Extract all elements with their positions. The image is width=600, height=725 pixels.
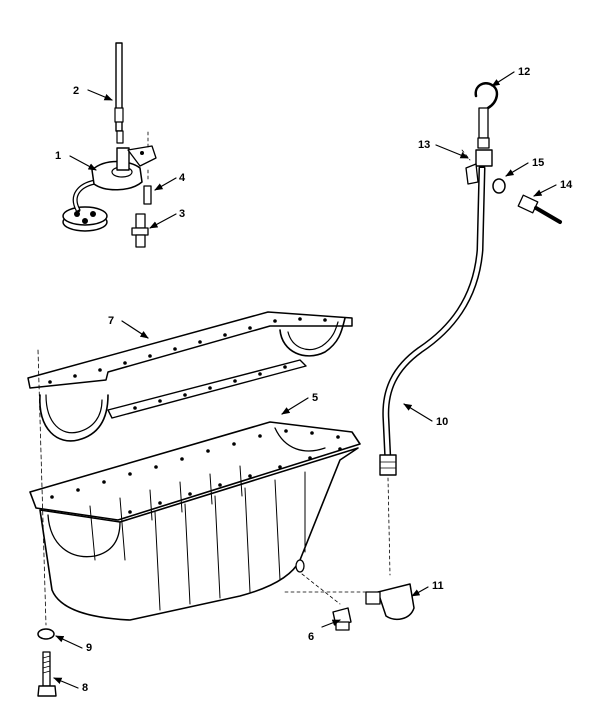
- clamp-washer: [492, 178, 506, 194]
- dipstick: [474, 81, 499, 149]
- drain-plug: [332, 607, 352, 631]
- callout-7: 7: [108, 315, 114, 327]
- callout-11: 11: [432, 580, 444, 592]
- pan-bolt-washer: [37, 628, 55, 640]
- dipstick-tube: [379, 164, 486, 476]
- tube-clamp: [465, 149, 493, 185]
- callout-9: 9: [86, 642, 92, 654]
- callout-3: 3: [179, 208, 185, 220]
- pump-mounting-stud: [131, 213, 149, 248]
- callout-1: 1: [55, 150, 61, 162]
- callout-6: 6: [308, 631, 314, 643]
- oil-pan: [29, 421, 361, 621]
- callout-leaders: [53, 71, 557, 689]
- callout-13: 13: [418, 139, 430, 151]
- tube-elbow-fitting: [365, 583, 415, 621]
- callout-2: 2: [73, 85, 79, 97]
- pan-bolt: [37, 651, 57, 697]
- pump-pin: [143, 185, 152, 205]
- callout-14: 14: [560, 179, 573, 191]
- callout-4: 4: [179, 172, 186, 184]
- callout-15: 15: [532, 157, 544, 169]
- callout-10: 10: [436, 416, 448, 428]
- callout-12: 12: [518, 66, 530, 78]
- pump-drive-shaft: [114, 42, 124, 144]
- oil-pan-gasket: [27, 311, 353, 442]
- callout-8: 8: [82, 682, 88, 694]
- oil-pump: [62, 145, 157, 232]
- clamp-bolt: [517, 194, 562, 224]
- callout-5: 5: [312, 392, 318, 404]
